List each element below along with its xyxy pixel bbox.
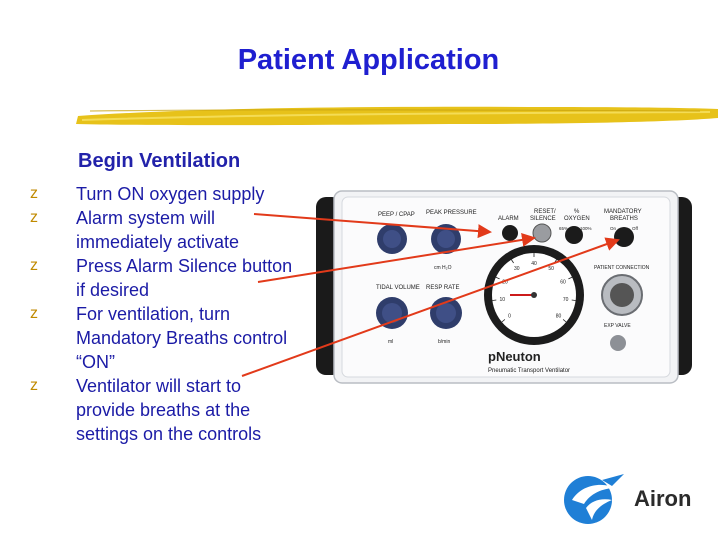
gauge-tick-mark: [511, 259, 514, 264]
bullet-glyph-icon: z: [30, 257, 38, 274]
svg-text:Off: Off: [632, 226, 639, 231]
arrow-to-mandatory-breaths: [241, 237, 620, 377]
gauge-tick-label: 20: [502, 280, 508, 286]
slide-title: Patient Application: [237, 44, 500, 76]
alarm-label: ALARM: [498, 216, 519, 222]
bullet-glyph-icon: z: [30, 209, 38, 226]
bullet-text: Press Alarm Silence button if desired: [76, 256, 293, 300]
bullet-text: For ventilation, turn Mandatory Breaths …: [76, 304, 288, 372]
gauge-tick-label: 0: [508, 314, 511, 320]
gauge-tick-label: 10: [500, 297, 506, 303]
alarm-indicator: [502, 225, 518, 241]
bullet-glyph-icon: z: [30, 185, 38, 202]
bullet-glyph-icon: z: [30, 377, 38, 394]
yellow-brush-stroke: [76, 106, 718, 126]
bullet-text: Ventilator will start to provide breaths…: [76, 376, 262, 444]
gauge-tick-label: 60: [560, 280, 566, 286]
bullet-text: Alarm system will immediately activate: [76, 208, 240, 252]
oxygen-label: OXYGEN: [564, 216, 590, 222]
mandatory-label: MANDATORY: [604, 209, 642, 215]
svg-text:65%: 65%: [559, 226, 568, 231]
svg-text:b/min: b/min: [438, 339, 450, 345]
resp-rate-label: RESP RATE: [426, 285, 459, 291]
gauge-tick-label: 50: [548, 266, 554, 272]
svg-text:100%: 100%: [580, 226, 592, 231]
list-item: z Alarm system will immediately activate: [30, 206, 300, 254]
gauge-tick-mark: [568, 276, 573, 280]
model-name: Pneumatic Transport Ventilator: [488, 368, 570, 374]
brand-name: pNeuton: [488, 349, 541, 364]
gauge-tick-mark: [492, 299, 497, 301]
company-name: Airon: [634, 486, 692, 511]
exp-valve-port: [610, 335, 626, 351]
cmh2o-unit: cm H₂O: [434, 265, 452, 271]
svg-text:On: On: [610, 226, 617, 231]
gauge-tick-mark: [495, 276, 500, 280]
gauge-tick-label: 80: [556, 314, 562, 320]
ventilator-device-image: PEEP / CPAP PEAK PRESSURE ALARM RESET/ S…: [316, 190, 692, 384]
gauge-tick-label: 40: [531, 261, 537, 267]
gauge-tick-mark: [501, 319, 506, 323]
section-heading: Begin Ventilation: [78, 150, 241, 172]
reset-label: RESET/: [534, 209, 556, 215]
breaths-label: BREATHS: [610, 216, 638, 222]
percent-label: %: [574, 209, 580, 215]
tidal-volume-label: TIDAL VOLUME: [376, 285, 420, 291]
list-item: z Turn ON oxygen supply: [30, 182, 300, 206]
bullet-glyph-icon: z: [30, 305, 38, 322]
gauge-tick-mark: [562, 319, 567, 323]
arrow-to-silence: [257, 232, 536, 283]
list-item: z For ventilation, turn Mandatory Breath…: [30, 302, 300, 374]
gauge-tick-label: 70: [563, 297, 569, 303]
bullet-text: Turn ON oxygen supply: [76, 184, 265, 204]
arrow-to-alarm: [253, 213, 492, 239]
peak-pressure-label: PEAK PRESSURE: [426, 210, 477, 216]
silence-label: SILENCE: [530, 216, 556, 222]
list-item: z Ventilator will start to provide breat…: [30, 374, 300, 446]
peep-label: PEEP / CPAP: [378, 212, 415, 218]
bullet-list: z Turn ON oxygen supply z Alarm system w…: [30, 182, 300, 446]
airon-logo-icon: [564, 474, 624, 524]
patient-connection-label: PATIENT CONNECTION: [594, 265, 650, 271]
gauge-tick-label: 30: [514, 266, 520, 272]
svg-text:ml: ml: [388, 339, 393, 345]
exp-valve-label: EXP VALVE: [604, 323, 631, 329]
gauge-tick-mark: [571, 299, 576, 301]
gauge-scale: 0 10 20 30 40 50 60 70 80: [492, 253, 576, 323]
list-item: z Press Alarm Silence button if desired: [30, 254, 300, 302]
oxygen-switch: [565, 226, 583, 244]
